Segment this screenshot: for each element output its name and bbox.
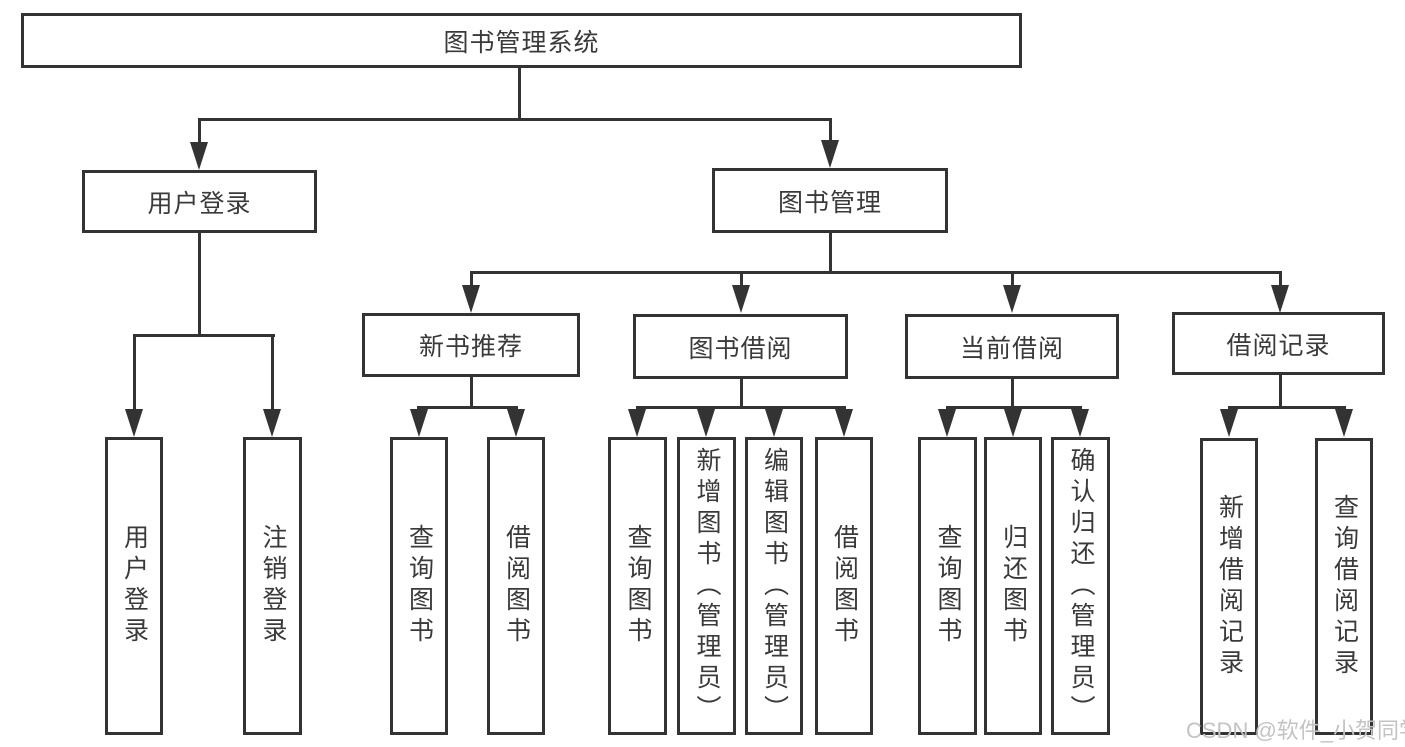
arrow-down-icon <box>938 409 956 437</box>
connector-line <box>740 379 743 408</box>
connector-line <box>1228 406 1346 409</box>
node-user-login: 用户登录 <box>82 170 317 233</box>
arrow-down-icon <box>732 285 750 313</box>
leaf-user-login-label: 用户登录 <box>120 524 149 648</box>
leaf-edit-book-admin-label: 编辑图书（管理员） <box>760 446 789 726</box>
leaf-borrow-books: 借阅图书 <box>815 437 873 735</box>
node-current-borrow: 当前借阅 <box>905 314 1119 379</box>
arrow-down-icon <box>835 409 853 437</box>
connector-line <box>1279 271 1282 287</box>
connector-line <box>636 406 846 409</box>
arrow-down-icon <box>821 140 839 168</box>
leaf-add-borrow-record: 新增借阅记录 <box>1200 438 1258 735</box>
leaf-return-book-label: 归还图书 <box>999 524 1028 648</box>
arrow-down-icon <box>190 142 208 170</box>
node-borrow-records: 借阅记录 <box>1172 312 1385 375</box>
leaf-edit-book-admin: 编辑图书（管理员） <box>745 437 803 735</box>
arrow-down-icon <box>263 409 281 437</box>
connector-line <box>199 118 832 121</box>
node-book-management: 图书管理 <box>712 168 948 233</box>
leaf-logout: 注销登录 <box>243 437 302 735</box>
leaf-confirm-return-admin-label: 确认归还（管理员） <box>1067 446 1095 726</box>
connector-line <box>1011 379 1014 408</box>
arrow-down-icon <box>1335 409 1353 437</box>
leaf-query-books-borrow: 查询图书 <box>608 437 667 735</box>
node-root-label: 图书管理系统 <box>443 28 600 57</box>
leaf-query-books-recommend: 查询图书 <box>390 437 448 735</box>
arrow-down-icon <box>1071 409 1089 437</box>
leaf-query-books-recommend-label: 查询图书 <box>405 524 434 648</box>
arrow-down-icon <box>1220 409 1238 437</box>
leaf-query-books-current-label: 查询图书 <box>934 524 962 648</box>
connector-line <box>1279 375 1282 408</box>
node-borrow-records-label: 借阅记录 <box>1226 331 1331 360</box>
connector-line <box>198 118 201 146</box>
connector-line <box>198 233 201 337</box>
leaf-borrow-books-recommend: 借阅图书 <box>487 437 545 735</box>
connector-line <box>740 271 743 287</box>
node-current-borrow-label: 当前借阅 <box>959 334 1064 363</box>
connector-line <box>470 377 473 409</box>
node-new-book-recommend-label: 新书推荐 <box>418 333 523 361</box>
connector-line <box>417 406 518 409</box>
connector-line <box>829 118 832 144</box>
connector-line <box>470 271 1282 274</box>
leaf-add-book-admin-label: 新增图书（管理员） <box>693 446 721 726</box>
leaf-user-login: 用户登录 <box>105 437 163 735</box>
leaf-add-book-admin: 新增图书（管理员） <box>677 437 736 735</box>
connector-line <box>829 233 832 274</box>
arrow-down-icon <box>697 409 715 437</box>
arrow-down-icon <box>410 409 428 437</box>
leaf-borrow-books-label: 借阅图书 <box>830 524 859 648</box>
node-book-management-label: 图书管理 <box>777 188 882 217</box>
node-book-borrow: 图书借阅 <box>633 314 848 379</box>
arrow-down-icon <box>462 285 480 313</box>
leaf-query-books-current: 查询图书 <box>918 437 977 735</box>
arrow-down-icon <box>628 409 646 437</box>
leaf-query-borrow-record: 查询借阅记录 <box>1315 438 1373 735</box>
node-new-book-recommend: 新书推荐 <box>362 313 580 377</box>
connector-line <box>1011 271 1014 287</box>
csdn-watermark: CSDN @软件_小贺同学 <box>1186 718 1405 743</box>
leaf-return-book: 归还图书 <box>984 437 1042 735</box>
arrow-down-icon <box>765 409 783 437</box>
connector-line <box>271 334 274 411</box>
node-root: 图书管理系统 <box>21 13 1022 68</box>
connector-line <box>133 334 275 337</box>
leaf-confirm-return-admin: 确认归还（管理员） <box>1051 437 1110 735</box>
connector-line <box>133 334 136 411</box>
leaf-logout-label: 注销登录 <box>259 524 287 648</box>
leaf-query-books-borrow-label: 查询图书 <box>624 524 652 648</box>
leaf-add-borrow-record-label: 新增借阅记录 <box>1215 493 1244 680</box>
leaf-borrow-books-recommend-label: 借阅图书 <box>502 524 531 648</box>
arrow-down-icon <box>1004 409 1022 437</box>
arrow-down-icon <box>507 409 525 437</box>
connector-line <box>946 406 1082 409</box>
connector-line <box>470 271 473 287</box>
arrow-down-icon <box>125 409 143 437</box>
connector-line <box>518 68 521 118</box>
leaf-query-borrow-record-label: 查询借阅记录 <box>1330 493 1359 680</box>
arrow-down-icon <box>1003 285 1021 313</box>
arrow-down-icon <box>1271 285 1289 313</box>
node-book-borrow-label: 图书借阅 <box>688 334 793 363</box>
node-user-login-label: 用户登录 <box>147 189 252 218</box>
